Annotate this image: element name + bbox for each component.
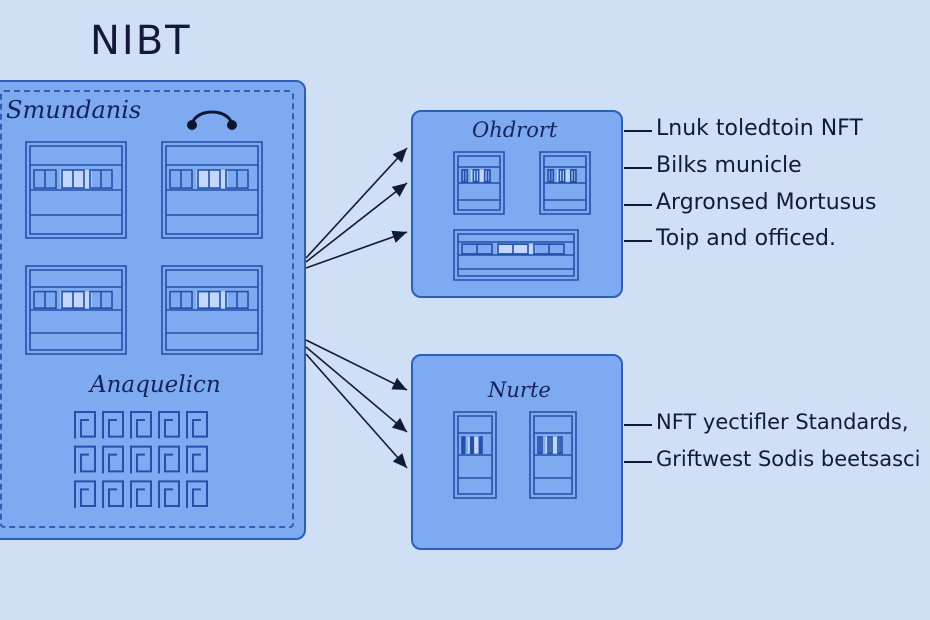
- arrow-icon: [305, 353, 408, 469]
- maze-glyph-icon: [74, 411, 208, 508]
- annotation-tick: [624, 424, 652, 426]
- annotation-tick: [624, 167, 652, 169]
- box-top: [411, 110, 623, 298]
- diagram-title: NIBT: [90, 18, 192, 64]
- maze-glyph-icon: [453, 411, 497, 499]
- annotation-top-4: Toip and officed.: [656, 226, 836, 251]
- annotation-top-1: Lnuk toledtoin NFT: [656, 116, 863, 141]
- maze-glyph-icon: [25, 265, 127, 355]
- maze-glyph-icon: [25, 141, 127, 239]
- box-bottom: [411, 354, 623, 550]
- annotation-top-2: Bilks municle: [656, 153, 802, 178]
- maze-glyph-icon: [161, 141, 263, 239]
- annotation-tick: [624, 130, 652, 132]
- maze-glyph-icon: [161, 265, 263, 355]
- dashed-border: [0, 90, 294, 528]
- maze-glyph-icon: [453, 151, 505, 215]
- arrow-icon: [305, 182, 408, 263]
- annotation-tick: [624, 240, 652, 242]
- arrow-icon: [305, 147, 408, 259]
- annotation-bottom-1: NFT yectifler Standards,: [656, 410, 909, 434]
- handle-icon: [187, 110, 237, 130]
- box-top-label: Ohdrort: [472, 118, 558, 142]
- annotation-top-3: Argronsed Mortusus: [656, 190, 877, 215]
- maze-glyph-icon: [529, 411, 577, 499]
- annotation-tick: [624, 461, 652, 463]
- box-bottom-label: Nurte: [488, 378, 551, 402]
- arrow-icon: [305, 346, 408, 433]
- annotation-bottom-2: Griftwest Sodis beetsasci: [656, 447, 921, 471]
- maze-glyph-icon: [539, 151, 591, 215]
- maze-glyph-icon: [453, 229, 579, 281]
- left-panel-sub-label: Anaquelicn: [90, 372, 221, 398]
- arrow-icon: [305, 339, 408, 391]
- arrow-icon: [305, 230, 408, 269]
- left-panel-label: Smundanis: [6, 96, 142, 124]
- annotation-tick: [624, 204, 652, 206]
